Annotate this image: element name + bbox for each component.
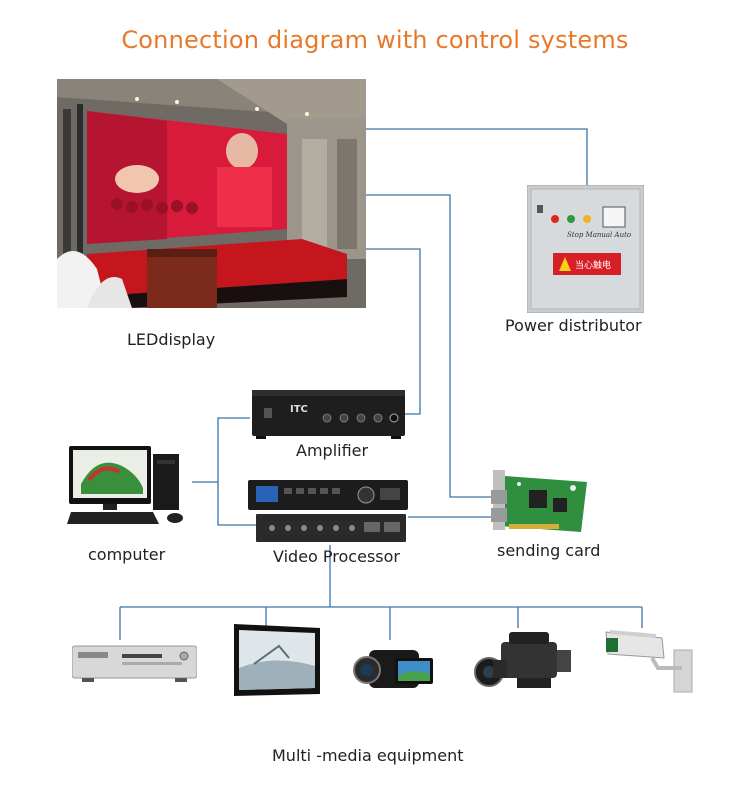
diagram-title: Connection diagram with control systems [121, 26, 629, 54]
power-box-script: Stop Manual Auto [567, 231, 631, 239]
wire-led-amplifier [366, 248, 421, 415]
video-processor-label: Video Processor [273, 547, 400, 566]
amplifier-unit: ITC [252, 390, 405, 439]
power-box-sign: 当心触电 [575, 259, 611, 271]
multimedia-label: Multi -media equipment [272, 746, 464, 765]
wire-computer-amplifier [217, 417, 262, 526]
wire-led-sending-card [366, 194, 495, 498]
computer-set [67, 446, 183, 524]
power-distributor-label: Power distributor [505, 316, 642, 335]
security-camera [605, 630, 693, 693]
amplifier-brand: ITC [290, 404, 308, 415]
led-display-label: LEDdisplay [127, 330, 216, 349]
broadcast-camera [474, 632, 571, 688]
wire-led-power [366, 128, 588, 185]
dvd-player [72, 645, 197, 682]
power-distributor-cabinet: Stop Manual Auto 当心触电 [527, 185, 644, 313]
amplifier-label: Amplifier [296, 441, 369, 460]
video-processor-unit [248, 480, 408, 542]
sending-card-board [491, 470, 587, 532]
sending-card-label: sending card [497, 541, 601, 560]
flat-screen-tv [234, 624, 320, 696]
camcorder [353, 650, 433, 688]
computer-label: computer [88, 545, 166, 564]
led-display-photo [57, 79, 366, 308]
